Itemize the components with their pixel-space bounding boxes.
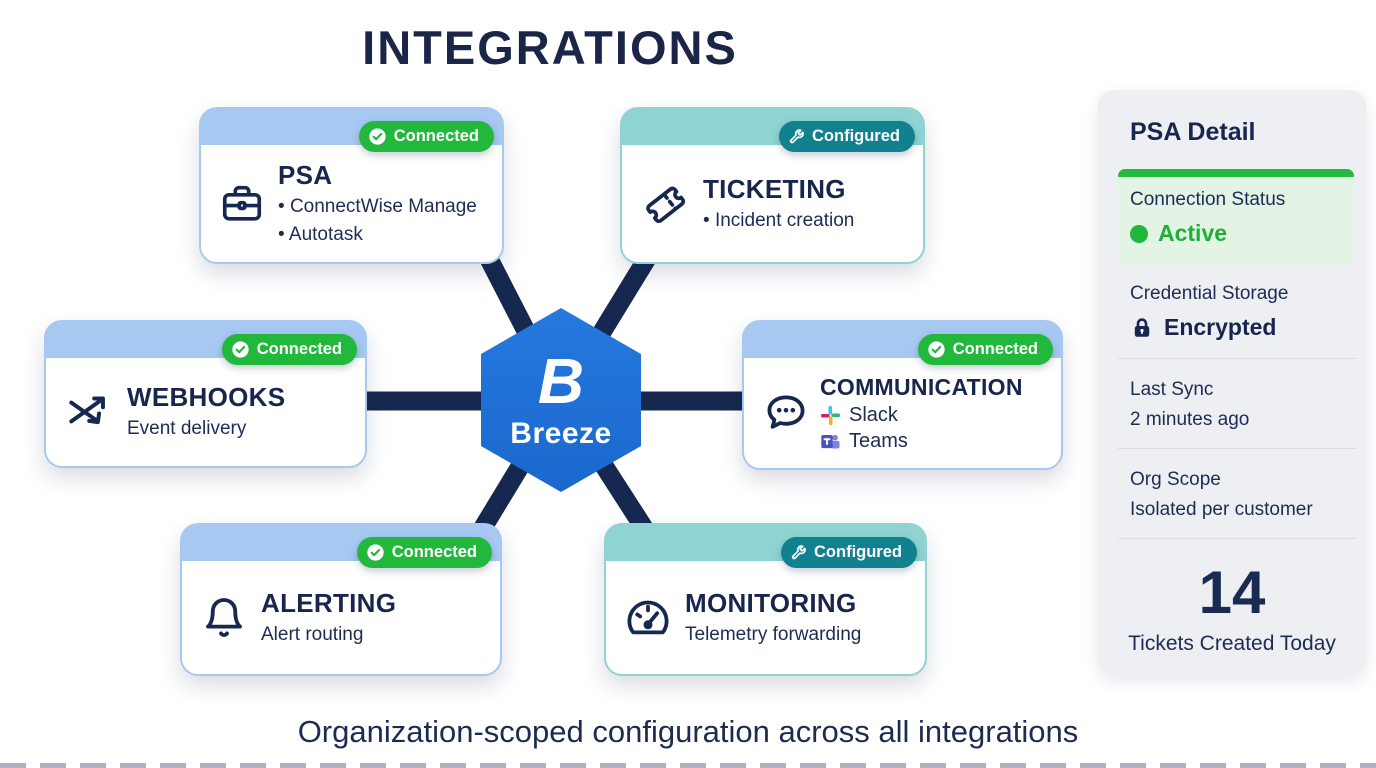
status-badge-label: Connected [391,543,477,561]
status-badge-label: Connected [256,340,342,358]
connection-status-card: Connection Status Active [1118,169,1354,263]
footer-caption: Organization-scoped configuration across… [297,714,1079,749]
card-title: TICKETING [703,173,846,204]
check-icon [232,341,249,358]
status-green-bar [1118,169,1354,177]
chat-bubble-icon [762,389,810,437]
slack-icon [820,405,841,425]
status-badge: Connected [358,121,494,152]
check-icon [369,128,386,145]
card-title: PSA [278,159,333,190]
last-sync-section: Last Sync 2 minutes ago [1130,379,1354,431]
psa-detail-panel: PSA Detail Connection Status Active Cred… [1098,90,1366,676]
card-psa[interactable]: Connected PSA ConnectWise Manage Autotas… [199,107,504,264]
status-badge: Connected [221,334,357,365]
status-badge: Configured [781,537,917,568]
card-title: MONITORING [685,587,857,618]
connection-status-value: Active [1158,220,1228,246]
bottom-crop-artifact [0,763,1376,768]
lock-icon [1134,317,1150,337]
app-row-slack: Slack [820,404,1023,427]
status-badge-label: Configured [814,543,902,561]
check-icon [367,544,384,561]
app-row-teams: Teams [820,430,1023,453]
app-label: Slack [849,403,898,426]
card-item: Autotask [278,222,477,247]
card-monitoring[interactable]: Configured MONITORING Telemetry forwardi… [604,523,927,676]
ticket-icon [640,179,690,229]
divider [1118,358,1356,359]
org-scope-section: Org Scope Isolated per customer [1130,469,1354,521]
credential-storage-value: Encrypted [1164,314,1277,340]
bell-icon [200,594,248,642]
card-alerting[interactable]: Connected ALERTING Alert routing [180,523,502,676]
briefcase-icon [219,181,265,227]
card-title: ALERTING [261,587,397,618]
shuffle-arrows-icon [64,387,114,437]
credential-storage-label: Credential Storage [1130,283,1289,304]
panel-title: PSA Detail [1130,118,1256,146]
card-item: ConnectWise Manage [278,194,477,219]
tickets-metric: 14 Tickets Created Today [1098,561,1366,656]
card-subtitle: Event delivery [127,418,247,440]
page-title: INTEGRATIONS [362,21,738,74]
check-icon [928,341,945,358]
wrench-icon [789,129,804,144]
tickets-count: 14 [1198,559,1266,626]
card-title: COMMUNICATION [820,373,1023,400]
connection-status-label: Connection Status [1130,189,1286,210]
status-badge: Configured [779,121,915,152]
card-subtitle: Telemetry forwarding [685,623,862,645]
credential-storage-section: Credential Storage Encrypted [1130,283,1354,341]
status-badge-label: Connected [952,340,1038,358]
gauge-icon [624,594,672,642]
breeze-name: Breeze [510,417,612,450]
org-scope-value: Isolated per customer [1130,499,1313,520]
card-webhooks[interactable]: Connected WEBHOOKS Event delivery [44,320,367,468]
card-subtitle: Alert routing [261,623,364,645]
last-sync-label: Last Sync [1130,379,1214,400]
last-sync-value: 2 minutes ago [1130,409,1250,430]
status-badge-label: Connected [393,127,479,145]
tickets-count-label: Tickets Created Today [1128,632,1336,655]
status-badge-label: Configured [812,127,900,145]
card-title: WEBHOOKS [127,382,286,413]
status-badge: Connected [917,334,1053,365]
card-ticketing[interactable]: Configured TICKETING Incident creation [620,107,925,264]
breeze-logo-letter: B [537,345,585,417]
card-item: Incident creation [703,208,854,233]
app-label: Teams [849,429,908,452]
active-status-dot [1130,224,1148,243]
card-communication[interactable]: Connected COMMUNICATION Slack Teams [742,320,1063,470]
teams-icon [821,434,840,448]
wrench-icon [791,545,806,560]
org-scope-label: Org Scope [1130,469,1221,490]
divider [1118,538,1356,539]
divider [1118,448,1356,449]
status-badge: Connected [356,537,492,568]
